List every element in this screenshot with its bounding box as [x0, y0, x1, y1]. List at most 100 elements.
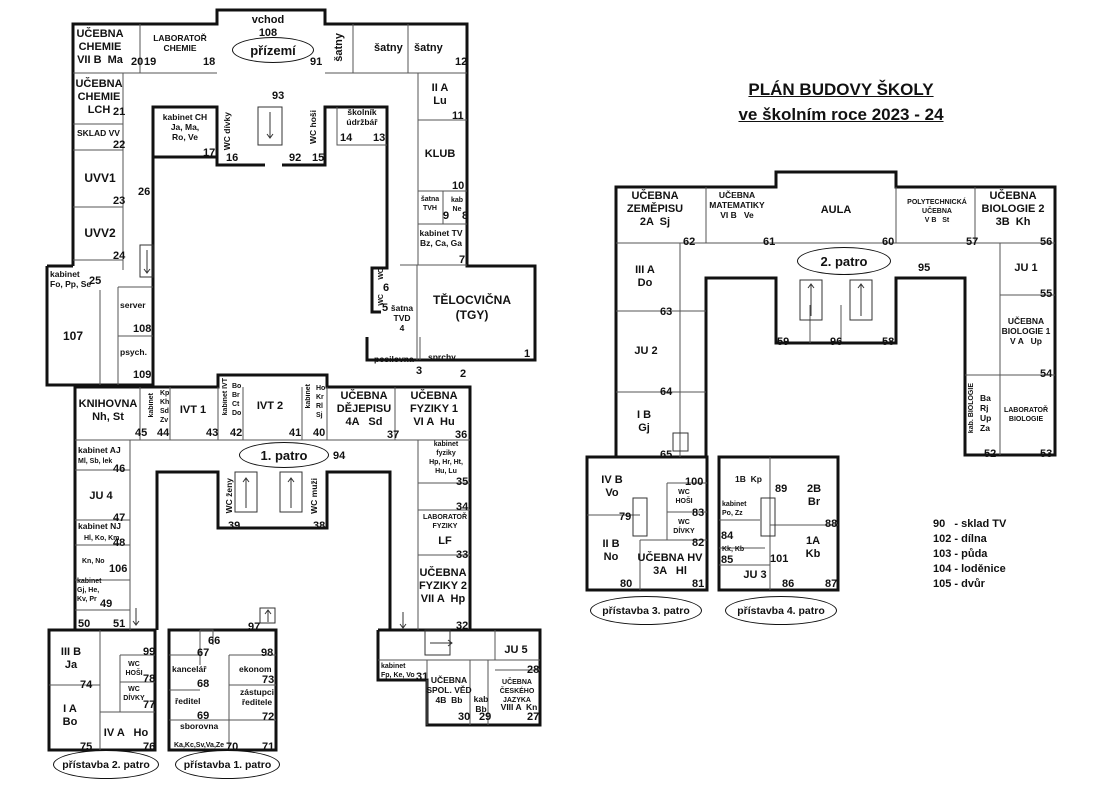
room-label: KNIHOVNA Nh, St: [78, 398, 138, 423]
room-label: ředitel: [175, 696, 201, 706]
room-label: JU 4: [89, 490, 113, 502]
room-number: 57: [966, 236, 979, 248]
room-number: 74: [80, 679, 93, 691]
stairs-icon: [799, 279, 823, 321]
room-number: 2: [460, 368, 467, 380]
room-number: 35: [456, 476, 469, 488]
room-number: 82: [692, 537, 705, 549]
room-label: WC DÍVKY: [673, 519, 695, 535]
room-label: UČEBNA FYZIKY 2 VII A Hp: [418, 567, 468, 605]
room-number: 81: [692, 578, 705, 590]
stairs-icon: [849, 279, 873, 321]
room-number: 13: [373, 132, 386, 144]
room-label: 1B Kp: [735, 474, 762, 484]
room-number: 79: [619, 511, 632, 523]
room-number: 98: [261, 647, 274, 659]
room-number: 64: [660, 386, 673, 398]
room-label: šatny: [374, 42, 403, 54]
room-label: WC muži: [309, 478, 319, 514]
room-label: III A Do: [635, 264, 655, 289]
room-number: 51: [113, 618, 126, 630]
room-label: kabinet Po, Zz: [722, 501, 747, 517]
room-number: 39: [228, 520, 241, 532]
room-label: WC DÍVKY: [123, 686, 145, 702]
room-number: 3: [416, 365, 423, 377]
room-number: 22: [113, 139, 126, 151]
room-label: II A Lu: [431, 82, 449, 107]
room-number: 100: [685, 476, 704, 488]
floor-label-first: 1. patro: [239, 442, 329, 468]
floor-label-extension-4: přístavba 4. patro: [725, 596, 837, 625]
room-label: kabinet Fo, Pp, Se: [50, 269, 92, 289]
room-number: 66: [208, 635, 221, 647]
room-label: AULA: [820, 204, 852, 216]
room-label: WC dívky: [222, 112, 232, 151]
room-label: kabinet CH Ja, Ma, Ro, Ve: [162, 112, 208, 142]
room-label: školník údržbář: [346, 107, 378, 127]
room-label: KLUB: [424, 148, 456, 160]
room-label: VIII A Kn: [500, 702, 538, 712]
room-number: 19: [144, 56, 157, 68]
room-number: 27: [527, 711, 540, 723]
room-number: 109: [133, 369, 152, 381]
room-number: 6: [383, 282, 390, 294]
room-number: 93: [272, 90, 285, 102]
room-label: sborovna: [180, 721, 219, 731]
room-number: 56: [1040, 236, 1053, 248]
room-number: 86: [782, 578, 795, 590]
room-number: 70: [226, 741, 239, 753]
room-number: 1: [524, 348, 531, 360]
legend-item: 102 - dílna: [933, 533, 987, 545]
room-label: TĚLOCVIČNA (TGY): [433, 293, 511, 322]
room-label: kabinet Fp, Ke, Vo: [381, 663, 415, 679]
legend-item: 104 - loděnice: [933, 563, 1006, 575]
room-number: 40: [313, 427, 326, 439]
room-label: UČEBNA SPOL. VĚD 4B Bb: [426, 675, 472, 705]
room-number: 16: [226, 152, 239, 164]
room-number: 14: [340, 132, 353, 144]
room-number: 5: [382, 302, 389, 314]
room-number: 37: [387, 429, 400, 441]
room-number: 21: [113, 106, 126, 118]
room-label: šatna TVH: [420, 196, 440, 212]
room-number: 45: [135, 427, 148, 439]
room-number: 85: [721, 554, 734, 566]
room-label: WC hoši: [308, 110, 318, 144]
floor-label-second: 2. patro: [797, 247, 891, 275]
room-number: 23: [113, 195, 126, 207]
room-label: 107: [63, 329, 84, 343]
room-number: 11: [452, 110, 464, 122]
room-number: 76: [143, 741, 156, 753]
room-label: kabinet: [148, 393, 155, 418]
room-number: 15: [312, 152, 325, 164]
room-number: 94: [333, 450, 346, 462]
room-number: 32: [456, 620, 469, 632]
room-label: WC HOŠI: [125, 661, 143, 677]
room-number: 18: [203, 56, 216, 68]
room-number: 73: [262, 674, 275, 686]
room-label: WC: [378, 268, 385, 280]
room-number: 48: [113, 537, 126, 549]
room-legend: 90 - sklad TV 102 - dílna 103 - půda 104…: [933, 517, 1006, 592]
room-number: 43: [206, 427, 219, 439]
room-number: 60: [882, 236, 895, 248]
room-number: 58: [882, 336, 895, 348]
staircases: [132, 106, 873, 656]
room-number: 59: [777, 336, 790, 348]
room-label: LABORATOŘ FYZIKY: [422, 514, 468, 530]
room-label: JU 5: [504, 644, 528, 656]
room-number: 38: [313, 520, 326, 532]
room-number: 52: [984, 448, 997, 460]
room-number: 26: [138, 186, 151, 198]
floor-label-ground: přízemí: [232, 37, 314, 63]
room-number: 7: [459, 254, 466, 266]
room-number: 12: [455, 56, 468, 68]
room-label: kabinet fyziky Hp, Hr, Ht, Hu, Lu: [429, 441, 463, 475]
room-label: Ho Kr Rl Sj: [316, 385, 326, 419]
room-label: WC HOŠI: [675, 489, 693, 505]
room-number: 77: [143, 699, 156, 711]
room-label: Kp Kh Sd Zv: [160, 390, 170, 424]
room-label: 1A Kb: [805, 535, 821, 560]
room-number: 54: [1040, 368, 1053, 380]
room-number: 62: [683, 236, 696, 248]
